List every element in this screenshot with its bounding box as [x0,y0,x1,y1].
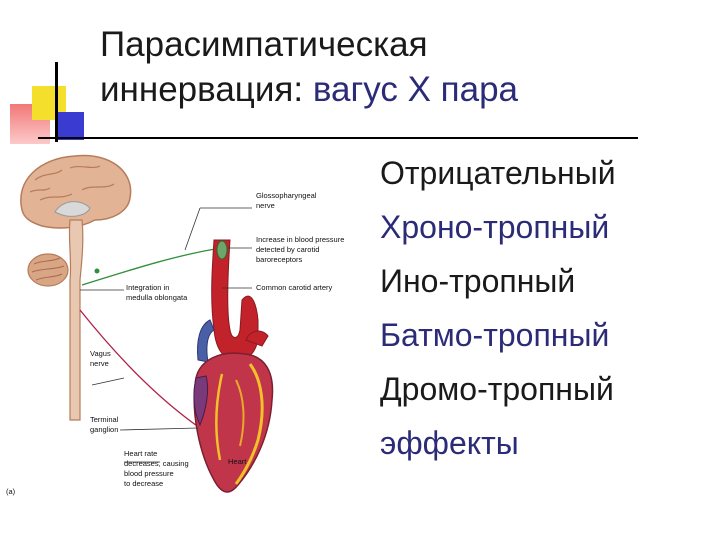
label-hr-4: to decrease [124,479,163,488]
vena-cava [197,319,215,363]
label-carotid: Common carotid artery [256,283,333,292]
label-vagus-2: nerve [90,359,109,368]
heart-illustration [193,352,274,493]
label-heart: Heart [228,457,247,466]
leader-lines [80,207,252,463]
effect-item: Отрицательный [380,155,616,191]
title-line-2-prefix: иннервация: [100,70,313,109]
label-integration-2: medulla oblongata [126,293,188,302]
title-line-1: Парасимпатическая [100,25,428,64]
label-panel: (a) [6,487,16,496]
effect-item: Хроно-тропный [380,209,610,245]
label-hr-3: blood pressure [124,469,174,478]
decorative-vertical-line [55,62,58,142]
label-hr-2: decreases, causing [124,459,189,468]
decorative-square-blue [56,112,84,140]
effects-list: Отрицательный Хроно-тропный Ино-тропный … [380,146,710,470]
vagus-innervation-figure: Glossopharyngeal nerve Increase in blood… [6,154,344,496]
glossopharyngeal-nerve [81,247,223,286]
arteries [197,239,269,363]
label-hr-1: Heart rate [124,449,157,458]
effect-item: эффекты [380,425,519,461]
label-integration-1: Integration in [126,283,169,292]
label-bp-1: Increase in blood pressure [256,235,344,244]
label-terminal-1: Terminal [90,415,119,424]
slide-title: Парасимпатическая иннервация: вагус Х па… [100,22,700,112]
label-glossopharyngeal: Glossopharyngeal [256,191,317,200]
green-node [94,268,100,274]
effect-item: Батмо-тропный [380,317,610,353]
spinal-cord [68,219,84,421]
brain-illustration [20,154,132,287]
label-vagus-1: Vagus [90,349,111,358]
effect-item: Ино-тропный [380,263,576,299]
label-terminal-2: ganglion [90,425,118,434]
label-glossopharyngeal-2: nerve [256,201,275,210]
vagus-nerve [79,309,201,429]
label-bp-2: detected by carotid [256,245,319,254]
title-underline [38,137,638,139]
label-bp-3: baroreceptors [256,255,303,264]
carotid-baroreceptor [216,240,228,260]
effect-item: Дромо-тропный [380,371,614,407]
title-line-2: иннервация: вагус Х пара [100,67,700,112]
title-line-2-accent: вагус Х пара [312,70,518,109]
